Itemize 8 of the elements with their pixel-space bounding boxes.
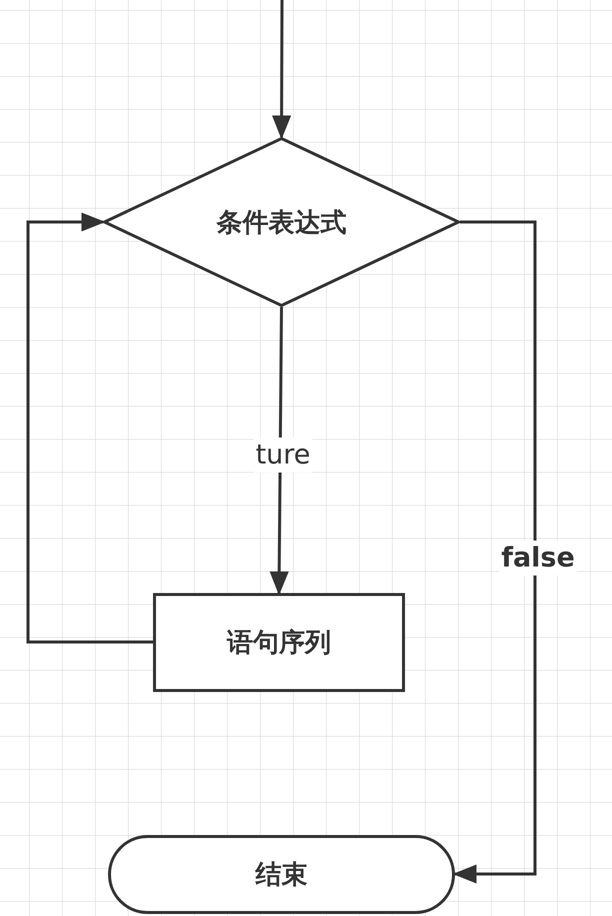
arrow <box>272 0 292 140</box>
arrow <box>26 212 153 644</box>
arrow <box>270 306 289 596</box>
edge-label: false <box>499 540 577 576</box>
node-label: 语句序列 <box>227 627 331 660</box>
node-label: 结束 <box>256 859 308 892</box>
edge-label: ture <box>254 438 312 472</box>
node-label: 条件表达式 <box>216 206 346 240</box>
